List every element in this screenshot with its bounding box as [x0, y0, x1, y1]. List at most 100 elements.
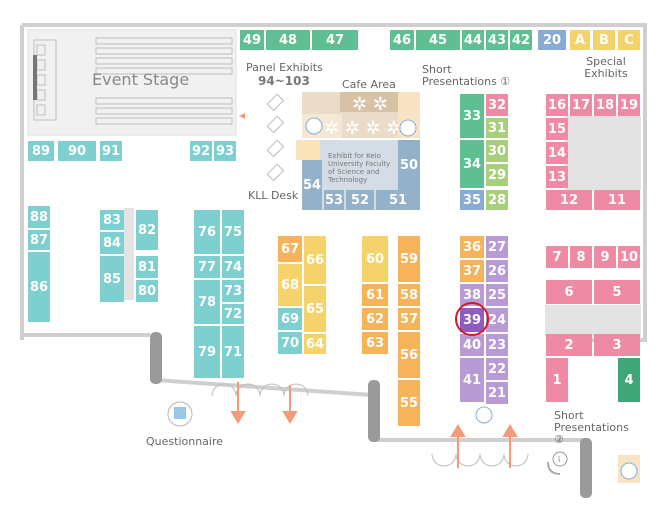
booth-21[interactable]: 21	[486, 382, 508, 404]
booth-69[interactable]: 69	[278, 308, 302, 330]
booth-30[interactable]: 30	[486, 140, 508, 162]
booth-59[interactable]: 59	[398, 236, 420, 282]
booth-49[interactable]: 49	[240, 30, 264, 50]
booth-91[interactable]: 91	[100, 141, 122, 161]
booth-18[interactable]: 18	[594, 94, 616, 116]
booth-11[interactable]: 11	[594, 190, 640, 210]
booth-42[interactable]: 42	[510, 30, 532, 50]
booth-27[interactable]: 27	[486, 236, 508, 258]
booth-25[interactable]: 25	[486, 284, 508, 306]
booth-16[interactable]: 16	[546, 94, 568, 116]
booth-72[interactable]: 72	[222, 304, 244, 324]
booth-29[interactable]: 29	[486, 164, 508, 186]
booth-62[interactable]: 62	[362, 308, 388, 330]
booth-64[interactable]: 64	[304, 334, 326, 354]
booth-50[interactable]: 50	[398, 140, 420, 190]
booth-65[interactable]: 65	[304, 286, 326, 332]
booth-90[interactable]: 90	[58, 141, 96, 161]
cafe-area-label: Cafe Area	[342, 78, 396, 91]
booth-34[interactable]: 34	[460, 140, 484, 188]
booth-36[interactable]: 36	[460, 236, 484, 258]
booth-73[interactable]: 73	[222, 280, 244, 302]
booth-37[interactable]: 37	[460, 260, 484, 282]
booth-55[interactable]: 55	[398, 380, 420, 426]
booth-85[interactable]: 85	[100, 256, 124, 302]
booth-a[interactable]: A	[570, 30, 590, 50]
booth-87[interactable]: 87	[28, 230, 50, 250]
booth-7[interactable]: 7	[546, 246, 568, 268]
booth-22[interactable]: 22	[486, 358, 508, 380]
booth-17[interactable]: 17	[570, 94, 592, 116]
booth-13[interactable]: 13	[546, 166, 568, 188]
booth-75[interactable]: 75	[222, 210, 244, 254]
booth-46[interactable]: 46	[390, 30, 414, 50]
booth-61[interactable]: 61	[362, 284, 388, 306]
booth-45[interactable]: 45	[416, 30, 460, 50]
svg-text:i: i	[558, 455, 560, 464]
booth-58[interactable]: 58	[398, 284, 420, 306]
booth-67[interactable]: 67	[278, 236, 302, 262]
booth-78[interactable]: 78	[194, 280, 220, 324]
booth-71[interactable]: 71	[222, 326, 244, 378]
booth-32[interactable]: 32	[486, 94, 508, 116]
booth-40[interactable]: 40	[460, 334, 484, 356]
booth-89[interactable]: 89	[28, 141, 54, 161]
booth-35[interactable]: 35	[460, 190, 484, 210]
booth-c[interactable]: C	[618, 30, 640, 50]
booth-2[interactable]: 2	[546, 334, 592, 356]
special-exhibits-area	[565, 116, 641, 190]
booth-54[interactable]: 54	[302, 160, 322, 210]
booth-51[interactable]: 51	[376, 190, 420, 210]
booth-93[interactable]: 93	[214, 141, 236, 161]
booth-66[interactable]: 66	[304, 236, 326, 284]
booth-80[interactable]: 80	[136, 280, 158, 302]
booth-76[interactable]: 76	[194, 210, 220, 254]
booth-86[interactable]: 86	[28, 252, 50, 322]
panel-exhibits-range: 94~103	[258, 74, 310, 88]
booth-b[interactable]: B	[593, 30, 615, 50]
booth-31[interactable]: 31	[486, 118, 508, 138]
booth-92[interactable]: 92	[190, 141, 212, 161]
booth-10[interactable]: 10	[618, 246, 640, 268]
booth-12[interactable]: 12	[546, 190, 592, 210]
booth-3[interactable]: 3	[594, 334, 640, 356]
booth-44[interactable]: 44	[462, 30, 484, 50]
booth-20[interactable]: 20	[538, 30, 566, 50]
booth-9[interactable]: 9	[594, 246, 616, 268]
booth-6[interactable]: 6	[546, 280, 592, 304]
booth-60[interactable]: 60	[362, 236, 388, 282]
booth-43[interactable]: 43	[486, 30, 508, 50]
booth-48[interactable]: 48	[266, 30, 310, 50]
booth-79[interactable]: 79	[194, 326, 220, 378]
special-exhibits-label: Special Exhibits	[584, 55, 628, 80]
booth-74[interactable]: 74	[222, 256, 244, 278]
booth-14[interactable]: 14	[546, 142, 568, 164]
booth-23[interactable]: 23	[486, 334, 508, 356]
booth-81[interactable]: 81	[136, 256, 158, 278]
booth-41[interactable]: 41	[460, 358, 484, 402]
booth-82[interactable]: 82	[136, 210, 158, 250]
booth-52[interactable]: 52	[346, 190, 374, 210]
booth-15[interactable]: 15	[546, 118, 568, 140]
booth-56[interactable]: 56	[398, 332, 420, 378]
booth-68[interactable]: 68	[278, 264, 302, 306]
booth-38[interactable]: 38	[460, 284, 484, 306]
booth-1[interactable]: 1	[546, 358, 568, 402]
booth-83[interactable]: 83	[100, 210, 124, 230]
booth-53[interactable]: 53	[324, 190, 344, 210]
booth-5[interactable]: 5	[594, 280, 640, 304]
booth-26[interactable]: 26	[486, 260, 508, 282]
booth-70[interactable]: 70	[278, 332, 302, 354]
booth-63[interactable]: 63	[362, 332, 388, 354]
booth-4[interactable]: 4	[618, 358, 640, 402]
booth-33[interactable]: 33	[460, 94, 484, 138]
booth-24[interactable]: 24	[486, 308, 508, 332]
booth-8[interactable]: 8	[570, 246, 592, 268]
booth-77[interactable]: 77	[194, 256, 220, 278]
booth-57[interactable]: 57	[398, 308, 420, 330]
booth-28[interactable]: 28	[486, 190, 508, 210]
booth-88[interactable]: 88	[28, 206, 50, 228]
booth-19[interactable]: 19	[618, 94, 640, 116]
booth-47[interactable]: 47	[312, 30, 358, 50]
booth-84[interactable]: 84	[100, 232, 124, 254]
